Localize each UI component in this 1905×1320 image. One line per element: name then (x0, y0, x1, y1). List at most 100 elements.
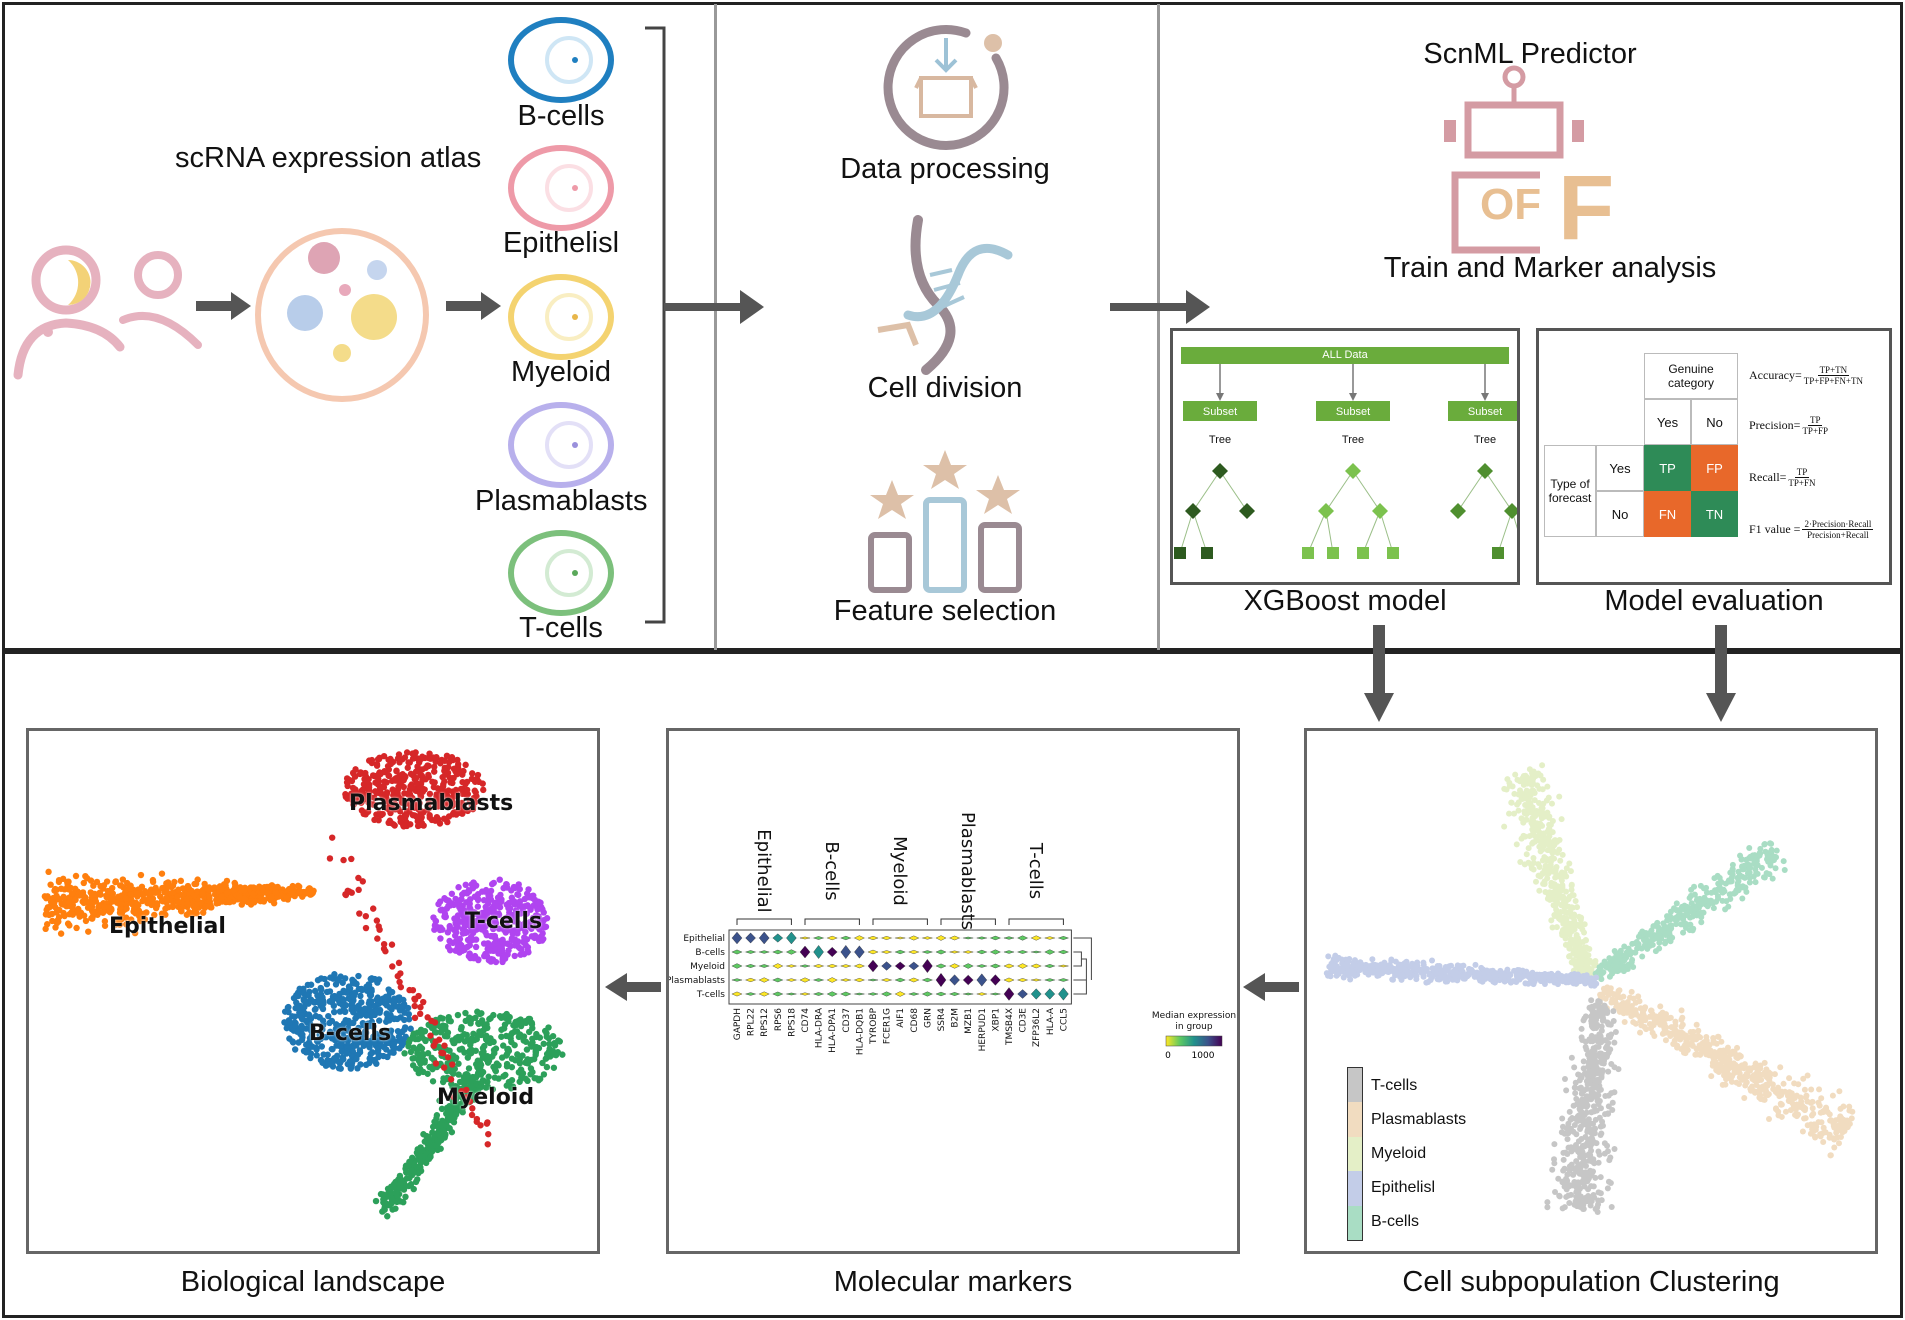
epithelial-point (1466, 966, 1473, 973)
t-cell-point (476, 913, 484, 921)
plasmablast-point (1766, 1079, 1773, 1086)
xgb-subset-label: Subset (1468, 406, 1502, 418)
myeloid-point (500, 1025, 508, 1032)
gene-label: HLA-A (1046, 1007, 1056, 1035)
plasmablast-point (1708, 1073, 1715, 1080)
plasmablast-point (1608, 999, 1615, 1006)
plasmablast-point (1723, 1076, 1730, 1083)
plasmablast-point (1830, 1123, 1837, 1130)
cell-tp: TP (1644, 445, 1691, 491)
cell-division-icon (877, 215, 1013, 375)
plasmablast-point (477, 1122, 484, 1129)
xgb-root: ALL Data (1181, 347, 1509, 364)
violin-mark (731, 991, 743, 997)
violin-mark (1030, 935, 1042, 941)
myeloid-point (508, 1063, 516, 1071)
plasmablast-point (468, 1111, 476, 1119)
violin-mark (745, 932, 756, 944)
plasmablast-point (375, 775, 382, 782)
plasmablast-point (368, 756, 376, 764)
row-label: T-cells (696, 990, 725, 1000)
myeloid-point (1568, 904, 1575, 911)
plasmablast-point (369, 772, 377, 779)
b-cell-point (329, 1045, 336, 1053)
myeloid-point (1529, 769, 1536, 776)
plasmablast-point (1628, 988, 1635, 995)
b-cell-point (1674, 907, 1681, 914)
myeloid-point (468, 1077, 476, 1084)
b-cell-point (357, 1033, 365, 1041)
epithelial-point (1345, 957, 1352, 964)
b-cell-point (404, 1004, 412, 1012)
epithelial-point (101, 922, 109, 929)
myeloid-point (446, 1103, 453, 1110)
violin-mark (799, 945, 811, 959)
plasmablast-point (374, 756, 382, 763)
plasmablast-point (394, 789, 401, 797)
epithelial-point (288, 890, 296, 897)
t-cell-point (437, 907, 444, 914)
b-cell-point (1739, 863, 1746, 870)
marker-group-bracket (940, 918, 996, 925)
gene-label: HLA-DPA1 (828, 1008, 838, 1053)
t-cell-point (531, 932, 539, 939)
xgb-tree-label: Tree (1209, 434, 1231, 446)
people-icon (13, 245, 202, 380)
genuine-header: Genuine category (1644, 353, 1738, 399)
violin-mark (894, 949, 906, 955)
plasmablast-point (1678, 1023, 1685, 1030)
arrow-icon (664, 290, 764, 324)
epithelial-point (1374, 962, 1381, 969)
myeloid-point (1541, 813, 1548, 820)
myeloid-point (1514, 776, 1521, 783)
plasmablast-point (362, 912, 370, 920)
violin-mark (758, 977, 770, 983)
myeloid-point (1537, 772, 1544, 779)
myeloid-point (447, 1107, 454, 1115)
myeloid-point (476, 1010, 484, 1018)
gene-label: RPS6 (774, 1008, 784, 1031)
plasmablast-point (462, 761, 469, 769)
xgb-arrowhead (1481, 393, 1489, 401)
epithelial-point (1501, 978, 1508, 985)
plasmablast-point (354, 790, 362, 797)
plasmablast-point (1778, 1088, 1785, 1095)
myeloid-point (533, 1043, 540, 1051)
predictor-title: ScnML Predictor (1423, 38, 1637, 70)
t-cell-point (452, 919, 459, 927)
b-cell-point (349, 976, 356, 984)
b-cell-point (396, 1045, 403, 1052)
epithelial-point (202, 903, 209, 910)
epithelial-point (148, 901, 155, 909)
epithelial-point (123, 905, 130, 912)
violin-mark (949, 963, 961, 969)
gene-label: MZB1 (964, 1008, 974, 1034)
myeloid-point (400, 1199, 407, 1206)
myeloid-point (1553, 864, 1560, 871)
violin-mark (1044, 964, 1056, 968)
plasmablast-point (1678, 1029, 1685, 1036)
plasmablast-point (1725, 1054, 1732, 1061)
recall-label: Recall= (1749, 470, 1787, 484)
b-cell-point (1746, 869, 1753, 876)
epithelial-point (112, 921, 119, 928)
epithelial-point (84, 904, 92, 911)
epithelial-point (158, 910, 166, 917)
plasmablast-point (389, 963, 396, 970)
b-cell-point (347, 1065, 355, 1072)
epithelial-point (1332, 954, 1339, 961)
plasmablast-point (419, 785, 426, 792)
xgb-node (1372, 503, 1388, 519)
epithelial-point (117, 882, 125, 889)
b-cell-point (1596, 964, 1603, 971)
t-cell-point (1573, 1095, 1580, 1102)
gene-label: TMSB4X (1005, 1008, 1015, 1046)
epithelial-point (296, 888, 303, 895)
epithelial-point (307, 889, 315, 896)
epithelial-point (61, 886, 68, 893)
myeloid-point (1501, 823, 1508, 830)
b-cell-point (286, 1018, 293, 1026)
plasmablast-point (1777, 1064, 1784, 1071)
xgb-edge (1219, 470, 1248, 512)
